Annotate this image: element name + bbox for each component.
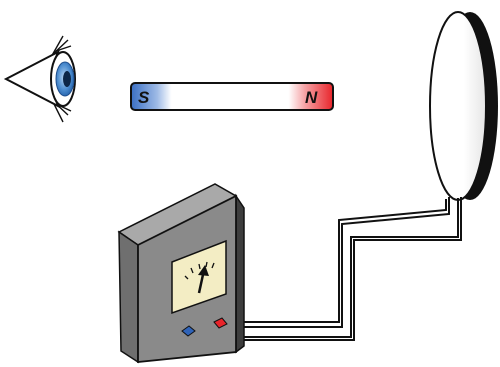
meter-dial-face bbox=[171, 239, 227, 315]
wire-positive bbox=[226, 199, 447, 323]
magnet-south-label: S bbox=[138, 88, 150, 107]
wire-negative bbox=[200, 198, 459, 338]
connecting-wires bbox=[200, 197, 462, 341]
terminal-positive bbox=[213, 317, 228, 329]
meter-scale-ticks bbox=[184, 261, 215, 280]
meter-needle bbox=[197, 265, 209, 294]
eye-icon bbox=[3, 35, 76, 123]
magnet-north-label: N bbox=[305, 88, 318, 107]
wire-loop-coil bbox=[429, 11, 498, 201]
bar-magnet: S N bbox=[130, 82, 334, 111]
galvanometer-icon bbox=[117, 183, 245, 364]
terminal-negative bbox=[181, 325, 196, 337]
